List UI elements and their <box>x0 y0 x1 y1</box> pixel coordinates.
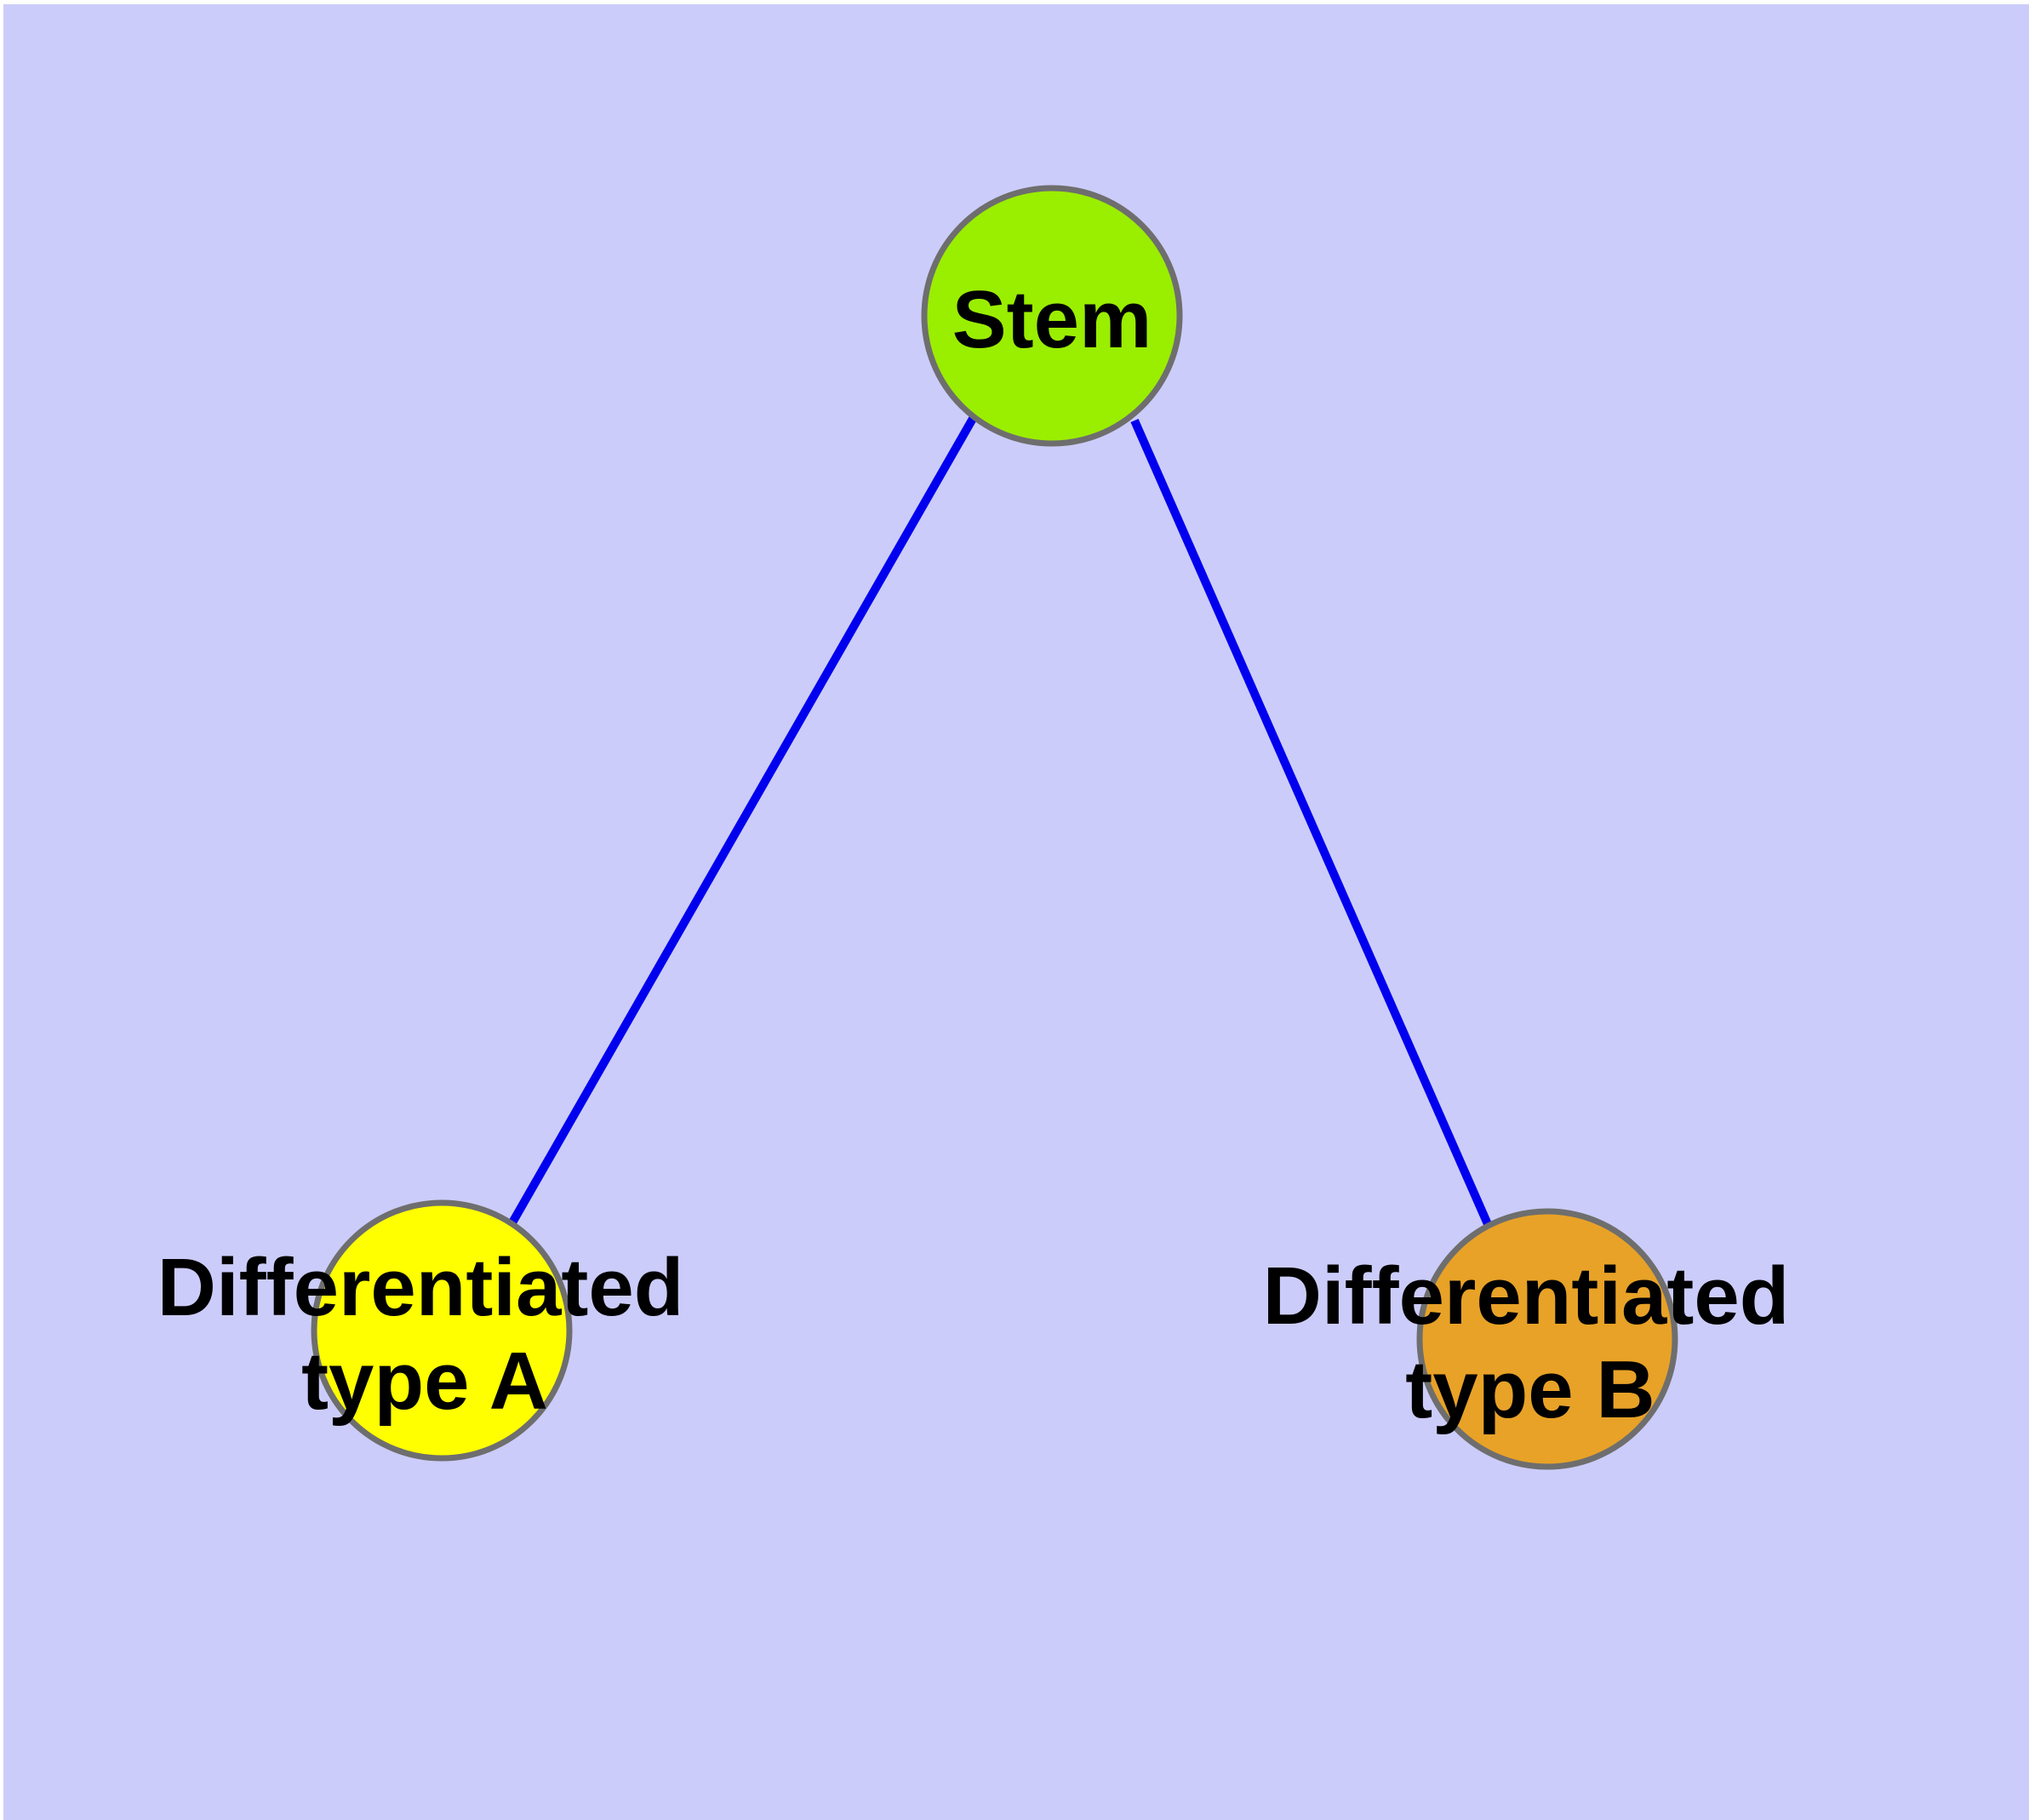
edge-stem-to-differentiated-type-b[interactable] <box>1130 418 1492 1227</box>
node-differentiated-type-b-label-line1: Differentiated <box>1263 1251 1790 1342</box>
node-stem-circle[interactable] <box>921 185 1183 447</box>
node-differentiated-type-b-label-line2: type B <box>1405 1344 1655 1435</box>
node-stem-label: Stem <box>952 274 1152 365</box>
node-differentiated-type-b[interactable]: Differentiated type B <box>1263 1208 1790 1470</box>
node-differentiated-type-a-label-line2: type A <box>301 1336 548 1427</box>
node-differentiated-type-a[interactable]: Differentiated type A <box>157 1199 684 1462</box>
node-differentiated-type-a-circle[interactable] <box>311 1199 573 1462</box>
node-differentiated-type-b-circle[interactable] <box>1416 1208 1678 1470</box>
node-differentiated-type-a-label-line1: Differentiated <box>157 1242 684 1333</box>
edge-stem-to-differentiated-type-a[interactable] <box>507 415 978 1227</box>
node-stem[interactable]: Stem <box>921 185 1183 447</box>
node-layer: Stem Differentiated type A Differentiate… <box>157 185 1790 1470</box>
edge-layer <box>507 415 1492 1227</box>
